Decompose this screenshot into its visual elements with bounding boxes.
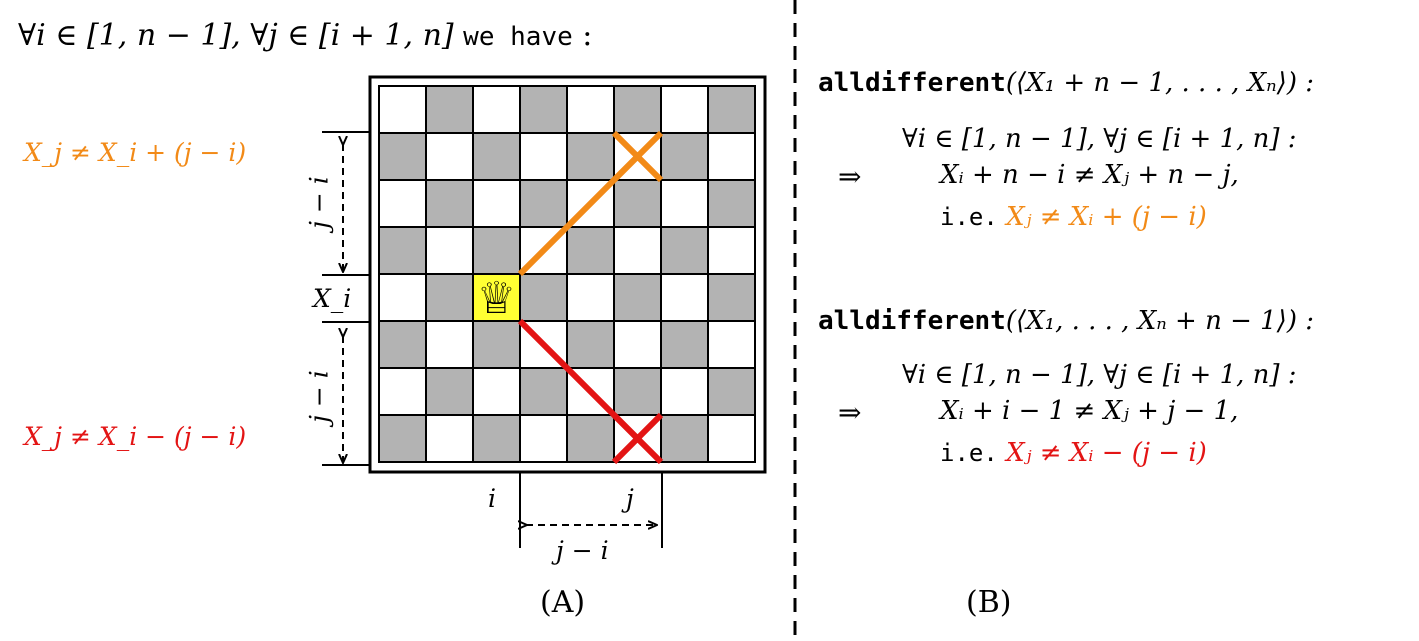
board-square: [707, 85, 756, 134]
board-square: [425, 414, 474, 463]
board-square: [566, 414, 615, 463]
board-square: [472, 132, 521, 181]
board-square: [660, 414, 709, 463]
board-square: [425, 367, 474, 416]
board-square: [425, 179, 474, 228]
board-square: [566, 226, 615, 275]
board-square: [566, 85, 615, 134]
header-colon: :: [582, 18, 593, 53]
board-square: [660, 179, 709, 228]
board-square: [707, 414, 756, 463]
queen-cell: [472, 273, 521, 322]
block2-result: Xⱼ ≠ Xᵢ − (j − i): [1006, 438, 1207, 468]
board-square: [472, 226, 521, 275]
lower-constraint-label: X_j ≠ X_i − (j − i): [24, 422, 247, 451]
board-square: [566, 320, 615, 369]
board-square: [519, 273, 568, 322]
board-square: [378, 320, 427, 369]
block2-heading: alldifferent(⟨X₁, . . . , Xₙ + n − 1⟩) :: [818, 306, 1314, 336]
vertical-guides: [322, 131, 370, 466]
queen-icon: ♕: [477, 273, 516, 324]
block2-keyword: alldifferent: [818, 306, 1006, 336]
horizontal-distance-label: j − i: [556, 536, 609, 565]
upper-distance-label: j − i: [304, 176, 334, 229]
board-square: [519, 179, 568, 228]
board-square: [707, 367, 756, 416]
block1-args: (⟨X₁ + n − 1, . . . , Xₙ⟩) :: [1005, 68, 1314, 98]
board-square: [613, 85, 662, 134]
board-square: [613, 367, 662, 416]
block2-line2: Xᵢ + i − 1 ≠ Xⱼ + j − 1,: [940, 396, 1239, 426]
board-square: [472, 320, 521, 369]
board-square: [566, 132, 615, 181]
caption-a: (A): [540, 585, 586, 620]
board-square: [660, 320, 709, 369]
board-square: [378, 85, 427, 134]
block1-heading: alldifferent(⟨X₁ + n − 1, . . . , Xₙ⟩) :: [818, 68, 1314, 98]
board-square: [613, 179, 662, 228]
board-square: [425, 226, 474, 275]
block2-implies-icon: ⇒: [838, 396, 862, 429]
board-square: [707, 179, 756, 228]
block1-result: Xⱼ ≠ Xᵢ + (j − i): [1006, 202, 1207, 232]
board-square: [519, 132, 568, 181]
board-square: [378, 273, 427, 322]
board-square: [425, 132, 474, 181]
lower-distance-label: j − i: [304, 370, 334, 423]
xi-row-label: X_i: [313, 284, 352, 313]
chessboard: [378, 85, 756, 463]
board-square: [660, 132, 709, 181]
board-square: [613, 273, 662, 322]
board-square: [660, 226, 709, 275]
board-square: [472, 85, 521, 134]
col-j-label: j: [626, 484, 634, 513]
board-square: [378, 226, 427, 275]
block2-ie: i.e.: [940, 439, 998, 467]
caption-b: (B): [966, 585, 1012, 620]
board-square: [519, 85, 568, 134]
board-square: [425, 273, 474, 322]
board-square: [707, 132, 756, 181]
block2-line1: ∀i ∈ [1, n − 1], ∀j ∈ [i + 1, n] :: [902, 360, 1297, 390]
board-square: [378, 367, 427, 416]
board-square: [519, 414, 568, 463]
board-square: [378, 132, 427, 181]
board-square: [613, 320, 662, 369]
block1-keyword: alldifferent: [818, 68, 1006, 98]
col-i-label: i: [488, 484, 496, 513]
board-square: [660, 367, 709, 416]
board-square: [566, 273, 615, 322]
block1-implies-icon: ⇒: [838, 160, 862, 193]
board-square: [472, 367, 521, 416]
upper-attack-cross-icon: [611, 130, 664, 183]
upper-constraint-label: X_j ≠ X_i + (j − i): [24, 138, 247, 167]
block2-args: (⟨X₁, . . . , Xₙ + n − 1⟩) :: [1005, 306, 1314, 336]
block1-ie: i.e.: [940, 203, 998, 231]
board-square: [707, 273, 756, 322]
board-square: [472, 414, 521, 463]
panel-a-header: ∀i ∈ [1, n − 1], ∀j ∈ [i + 1, n] we have…: [18, 18, 592, 53]
board-square: [707, 320, 756, 369]
header-quantifier: ∀i ∈ [1, n − 1], ∀j ∈ [i + 1, n]: [18, 18, 454, 53]
board-square: [378, 179, 427, 228]
block1-line1: ∀i ∈ [1, n − 1], ∀j ∈ [i + 1, n] :: [902, 124, 1297, 154]
board-square: [472, 179, 521, 228]
board-square: [519, 367, 568, 416]
block1-line3: i.e. Xⱼ ≠ Xᵢ + (j − i): [940, 202, 1207, 232]
board-square: [425, 320, 474, 369]
board-square: [660, 85, 709, 134]
header-we-have: we have: [463, 22, 573, 52]
block2-line3: i.e. Xⱼ ≠ Xᵢ − (j − i): [940, 438, 1207, 468]
lower-attack-cross-icon: [611, 412, 664, 465]
board-square: [425, 85, 474, 134]
block1-line2: Xᵢ + n − i ≠ Xⱼ + n − j,: [940, 160, 1239, 190]
board-square: [660, 273, 709, 322]
board-square: [378, 414, 427, 463]
board-square: [613, 226, 662, 275]
board-square: [707, 226, 756, 275]
